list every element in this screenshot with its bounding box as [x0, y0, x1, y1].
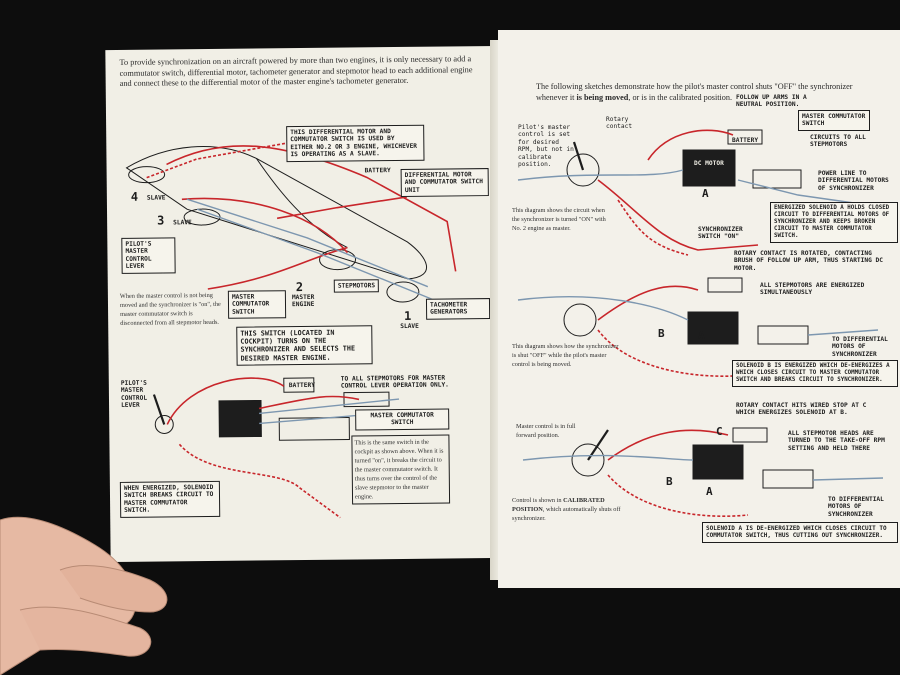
label-slave-1: Slave — [400, 322, 419, 330]
label-diff-motor: This differential motor and commutator s… — [286, 124, 425, 162]
label-power-line: Power line to differential motors of syn… — [818, 170, 889, 192]
right-caption-3: Control is shown in CALIBRATED POSITION,… — [512, 496, 622, 523]
right-caption-1: This diagram shows the circuit when the … — [512, 207, 606, 232]
right-intro-emph: is being moved — [576, 92, 629, 102]
label-rotary-contact-rotated: Rotary contact is rotated, contacting br… — [734, 250, 884, 272]
label-number-4: 4 — [130, 189, 139, 204]
left-page: To provide synchronization on an aircraf… — [105, 45, 503, 563]
left-diagram — [125, 142, 457, 519]
label-master-commutator-switch: Master commutator switch — [227, 290, 287, 320]
label-letter-a-2: A — [698, 329, 705, 342]
label-stepmotors: Stepmotors — [333, 279, 380, 294]
label-pilots-master-control-lever: Pilot's master control lever — [121, 237, 176, 274]
right-caption-2: This diagram shows how the synchronizer … — [512, 343, 619, 368]
label-letter-b-1: B — [658, 327, 665, 340]
label-circuits-to-all: Circuits to all stepmotors — [810, 134, 866, 149]
label-solenoid-a-closed: Energized solenoid A holds closed circui… — [770, 202, 898, 243]
label-battery-r: Battery — [732, 137, 759, 144]
label-master-commutator-switch-2: Master commutator switch — [355, 408, 450, 431]
label-solenoid-a-deenergized: Solenoid A is de-energized which closes … — [702, 522, 898, 543]
label-pilots-master-control-lever-2: Pilot's master control lever — [120, 379, 148, 410]
label-diff-unit: Differential motor and commutator switch… — [400, 168, 489, 198]
right-intro-part2: , or is in the calibrated position. — [628, 92, 733, 102]
label-master-control-full: Master control is in full forward positi… — [516, 423, 576, 439]
label-number-3: 3 — [157, 213, 165, 228]
right-caption-3-part1: Control is shown in — [512, 497, 564, 504]
label-number-1: 1 — [404, 308, 412, 323]
label-rotary-contact-stop: Rotary contact hits wired stop at C whic… — [736, 402, 867, 417]
right-diagram — [517, 129, 884, 518]
label-to-all-stepmotors: To all stepmotors for master control lev… — [340, 374, 449, 391]
right-caption-3-emph: CALIBRATED POSITION — [512, 497, 605, 513]
right-page: The following sketches demonstrate how t… — [498, 30, 900, 588]
label-rotary-contact: Rotary contact — [606, 116, 633, 131]
right-intro-text: The following sketches demonstrate how t… — [536, 82, 874, 103]
label-this-switch: This switch (located in cockpit) turns o… — [236, 325, 373, 366]
label-letter-a-1: A — [702, 187, 709, 200]
label-solenoid-b: Solenoid B is energized which de-energiz… — [732, 360, 898, 387]
label-number-2: 2 — [295, 280, 304, 295]
right-intro-part1: The following sketches demonstrate how t… — [536, 82, 853, 102]
label-to-differential: To differential motors of synchronizer — [832, 336, 888, 358]
label-battery-2: Battery — [288, 381, 315, 390]
label-master-commutator-switch-r: Master commutator switch — [798, 110, 870, 131]
label-synch-switch-on: Synchronizer switch "on" — [698, 226, 743, 241]
label-master-engine: Master engine — [291, 293, 315, 309]
label-all-stepmotor-heads: All stepmotor heads are turned to the ta… — [788, 430, 885, 452]
label-battery: Battery — [364, 167, 391, 175]
left-caption-1: When the master control is not being mov… — [119, 291, 221, 327]
label-follow-up-arms: Follow up arms in a neutral position. — [736, 94, 807, 109]
left-caption-2: This is the same switch in the cockpit a… — [351, 434, 451, 505]
label-pilots-master-control: Pilot's master control is set for desire… — [518, 124, 574, 169]
label-slave-3: Slave — [173, 219, 192, 227]
label-dc-motor: DC Motor — [694, 160, 724, 167]
right-caption-3-part2: , which automatically shuts off synchron… — [512, 506, 621, 522]
label-to-differential-2: To differential motors of synchronizer — [828, 496, 884, 518]
label-tachometer-generators: Tachometer generators — [425, 298, 491, 320]
label-letter-a-3: A — [706, 485, 713, 498]
label-letter-b-2: B — [666, 475, 673, 488]
label-letter-c: C — [716, 425, 723, 438]
label-slave-4: Slave — [146, 194, 166, 202]
hand-holding-book — [0, 516, 168, 675]
label-all-stepmotors-energized: All stepmotors are energized simultaneou… — [760, 282, 865, 297]
